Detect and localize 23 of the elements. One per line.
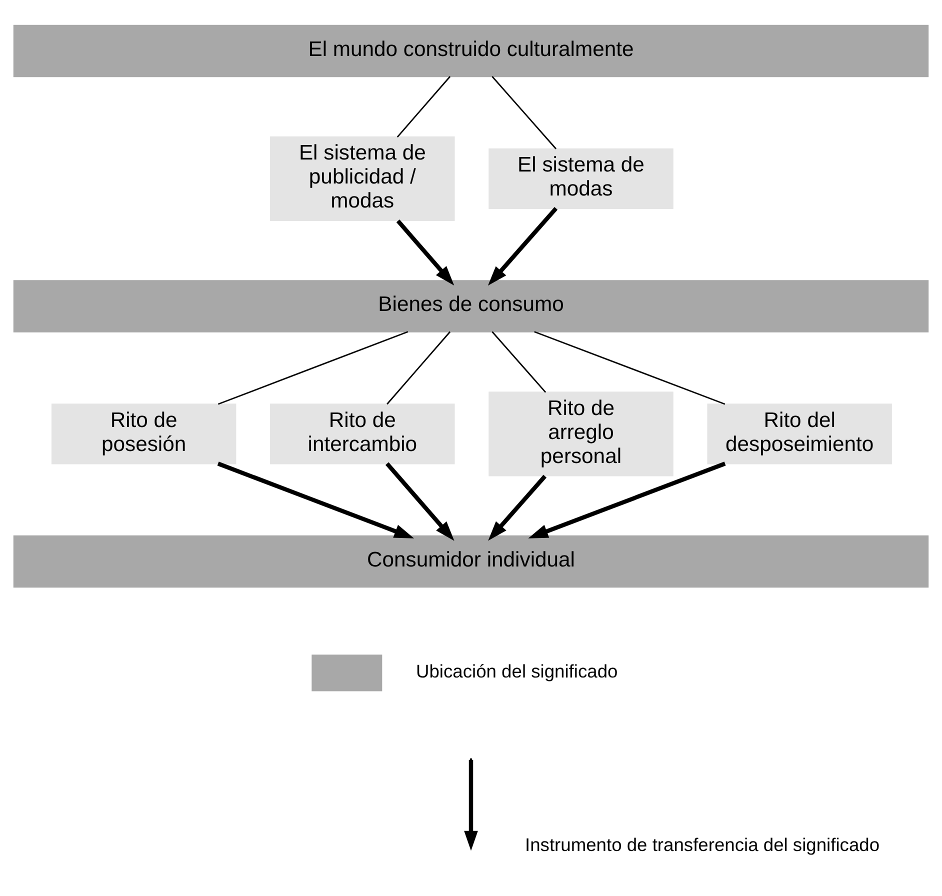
arrow [396, 219, 454, 285]
arrow [488, 206, 558, 286]
node-box: El sistema de modas [488, 148, 674, 208]
node-box: Rito de posesión [51, 403, 236, 464]
arrow [217, 461, 414, 538]
connector [218, 330, 408, 404]
node-box: Rito de intercambio [270, 403, 455, 464]
connector [386, 330, 451, 404]
node-box: El mundo construido culturalmente [13, 24, 929, 77]
legend-label: Instrumento de transferencia del significado [525, 833, 880, 854]
connector [492, 330, 546, 392]
connector [396, 76, 451, 137]
node-box: Rito de arreglo personal [488, 391, 674, 476]
connector [492, 76, 557, 149]
node-box: El sistema de publicidad / modas [270, 136, 455, 220]
arrow [528, 461, 726, 538]
connector [534, 330, 726, 404]
arrow [488, 474, 547, 540]
node-box: Bienes de consumo [13, 280, 929, 332]
arrow [385, 462, 454, 540]
node-box: Consumidor individual [13, 534, 929, 588]
node-box: Rito del desposeimiento [707, 403, 892, 464]
legend-label: Ubicación del significado [416, 660, 618, 682]
